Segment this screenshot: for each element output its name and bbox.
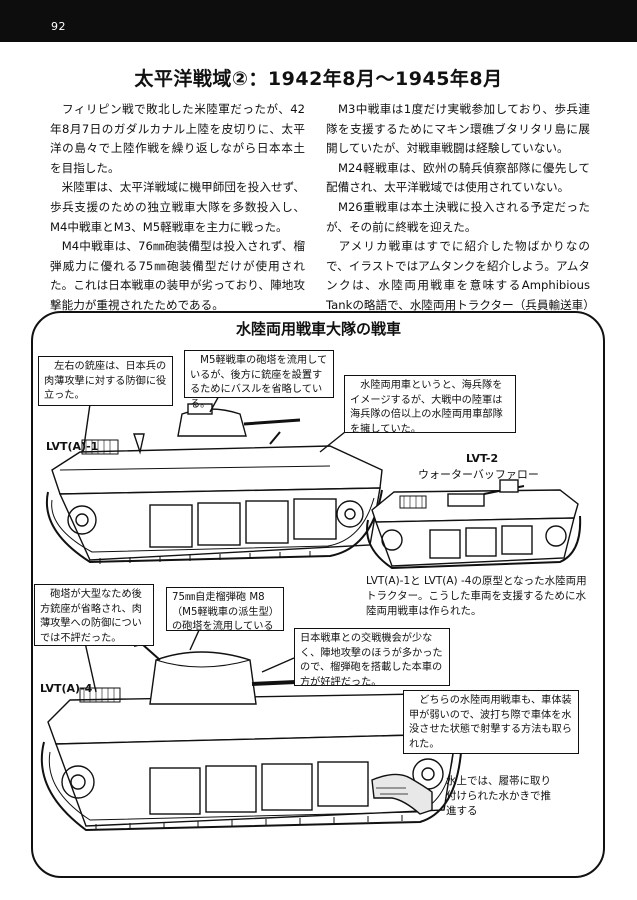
track-paddle-illustration — [371, 773, 433, 815]
page-title: 太平洋戦域②：1942年8月～1945年8月 — [134, 68, 503, 90]
callout-gun-mounts: 左右の銃座は、日本兵の肉薄攻撃に対する防御に役立った。 — [38, 356, 173, 406]
left-column: フィリピン戦で敗北した米陸軍だったが、42年8月7日のガダルカナル上陸を皮切りに… — [50, 100, 305, 316]
callout-large-turret: 砲塔が大型なため後方銃座が省略され、肉薄攻撃への防御についでは不評だった。 — [34, 584, 154, 646]
caption-track-paddles: 水上では、履帯に取り付けられた水かきで推進する — [446, 775, 551, 817]
label-lvta1: LVT(A)-1 — [46, 440, 99, 453]
lvt2-illustration — [366, 479, 582, 570]
callout-m8-turret: 75㎜自走榴弾砲 M8（M5軽戦車の派生型）の砲塔を流用している — [166, 587, 284, 632]
paragraph: M26重戦車は本土決戦に投入される予定だったが、その前に終戦を迎えた。 — [326, 199, 590, 234]
illustration-panel — [31, 311, 605, 878]
callout-hull-down: どちらの水陸両用戦車も、車体装甲が弱いので、波打ち際で車体を水没させた状態で射撃… — [403, 690, 579, 754]
caption-lvt2: LVT(A)-1と LVT(A) -4の原型となった水陸両用トラクター。こうした… — [366, 575, 587, 617]
panel-title: 水陸両用戦車大隊の戦車 — [235, 320, 401, 338]
paragraph: M4中戦車は、76㎜砲装備型は投入されず、榴弾威力に優れる75㎜砲装備型だけが使… — [50, 239, 305, 312]
paragraph: M24軽戦車は、欧州の騎兵偵察部隊に優先して配備され、太平洋戦域では使用されてい… — [326, 160, 590, 195]
paragraph: M3中戦車は1度だけ実戦参加しており、歩兵連隊を支援するためにマキン環礁ブタリタ… — [326, 102, 590, 156]
paragraph: フィリピン戦で敗北した米陸軍だったが、42年8月7日のガダルカナル上陸を皮切りに… — [50, 102, 305, 175]
callout-m5-turret: M5軽戦車の砲塔を流用しているが、後方に銃座を設置するためにバスルを省略している… — [184, 350, 334, 410]
page-header-bar: 92 — [0, 0, 637, 42]
label-lvta4: LVT(A)-4 — [40, 682, 93, 695]
label-lvt2: LVT-2 — [466, 452, 499, 465]
label-lvt2-name: ウォーターバッファロー — [418, 468, 539, 481]
right-column: M3中戦車は1度だけ実戦参加しており、歩兵連隊を支援するためにマキン環礁ブタリタ… — [326, 100, 595, 316]
page-number: 92 — [51, 20, 66, 33]
callout-howitzer: 日本戦車との交戦機会が少なく、陣地攻撃のほうが多かったので、榴弾砲を搭載した本車… — [294, 628, 450, 688]
paragraph: アメリカ戦車はすでに紹介した物ばかりなので、イラストではアムタンクを紹介しよう。… — [326, 239, 595, 312]
callout-army-amphibians: 水陸両用車というと、海兵隊をイメージするが、大戦中の陸軍は海兵隊の倍以上の水陸両… — [344, 375, 516, 435]
lvta4-illustration — [40, 643, 463, 832]
paragraph: 米陸軍は、太平洋戦域に機甲師団を投入せず、歩兵支援のための独立戦車大隊を多数投入… — [50, 180, 305, 234]
lvta1-illustration — [45, 403, 383, 564]
